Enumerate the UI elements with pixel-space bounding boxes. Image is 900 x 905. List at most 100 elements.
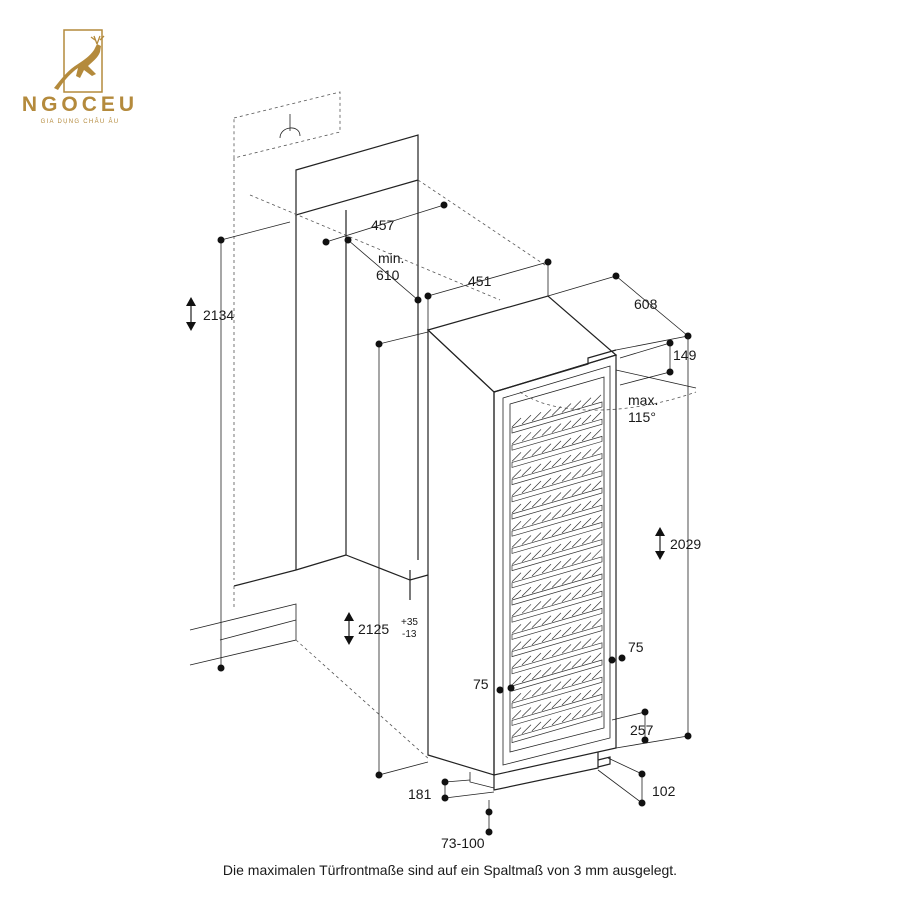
bottle-line [521, 466, 532, 476]
door-angle-label: max. [628, 392, 658, 408]
bottle-line [591, 583, 602, 594]
bottle-line [541, 718, 552, 729]
bottle-line [511, 486, 522, 497]
bottle-line [581, 707, 592, 717]
bottle-line [591, 497, 602, 508]
bottle-line [561, 489, 572, 499]
cabinet-height-label: 2029 [670, 536, 701, 552]
bottle-line [531, 618, 542, 628]
bottle-line [581, 414, 592, 425]
dimension-lines [217, 201, 697, 836]
bottle-line [521, 432, 532, 442]
bottle-line [581, 431, 592, 442]
bottle-line [561, 592, 572, 603]
top-offset-label: 149 [673, 347, 697, 363]
bottle-line [511, 675, 522, 686]
bottle-line [571, 555, 582, 565]
bottle-line [581, 500, 592, 511]
bottle-line [581, 586, 592, 597]
bottle-line [531, 515, 542, 525]
bottle-line [561, 661, 572, 671]
bottle-line [591, 566, 602, 577]
bottle-line [581, 655, 592, 666]
bottle-line [521, 655, 532, 666]
niche-height-label: 2134 [203, 307, 234, 323]
double-arrow-icon [186, 297, 196, 331]
bottle-line [581, 569, 592, 580]
bottle-line [521, 707, 532, 717]
bottle-line [531, 429, 542, 439]
bottle-line [571, 641, 582, 651]
bottle-line [531, 652, 542, 663]
bottle-line [521, 518, 532, 528]
wine-rack-shelves [511, 394, 603, 744]
bottle-line [531, 687, 542, 697]
bottle-line [571, 710, 582, 720]
installation-niche [189, 134, 546, 761]
bottle-line [591, 394, 602, 405]
bottle-line [521, 535, 532, 545]
bottle-line [521, 569, 532, 580]
bottle-line [531, 411, 542, 422]
bottle-line [521, 690, 532, 700]
bottle-line [511, 538, 522, 548]
bottle-line [511, 641, 522, 651]
rack-shelf [511, 676, 603, 709]
logo-name: NGOCEU [22, 93, 138, 116]
bottle-line [591, 515, 602, 525]
bottle-line [531, 635, 542, 646]
bottle-line [561, 506, 572, 517]
bottle-line [591, 532, 602, 542]
rack-shelf [511, 401, 603, 434]
bottle-line [531, 549, 542, 560]
bottle-line [571, 417, 582, 428]
bottle-line [591, 652, 602, 663]
bottle-line [591, 411, 602, 422]
bottle-line [531, 721, 542, 732]
deer-icon [54, 29, 105, 93]
bottle-line [561, 575, 572, 585]
duct-width-label: 457 [371, 217, 395, 233]
bottle-line [571, 469, 582, 479]
bottle-line [571, 520, 582, 531]
bottle-line [521, 604, 532, 614]
bottle-line [511, 434, 522, 445]
double-arrow-icon [655, 527, 665, 560]
bottle-line [551, 681, 562, 691]
bottle-line [511, 658, 522, 669]
bottle-line [551, 595, 562, 605]
bottle-line [541, 443, 552, 453]
bottle-line [561, 644, 572, 654]
cabinet-width-label: 451 [468, 273, 492, 289]
bottle-line [571, 538, 582, 548]
bottle-line [511, 452, 522, 462]
bottle-line [521, 414, 532, 425]
bottle-line [581, 621, 592, 631]
bottle-line [541, 426, 552, 436]
bottle-line [531, 446, 542, 456]
bottle-line [581, 449, 592, 459]
bottle-line [571, 624, 582, 634]
rack-shelf [511, 504, 603, 537]
rack-shelf [511, 487, 603, 520]
bottle-line [551, 560, 562, 571]
bottle-line [581, 603, 592, 614]
bottle-line [521, 500, 532, 511]
bottle-line [511, 555, 522, 565]
bottle-line [521, 724, 532, 734]
bottle-line [561, 420, 572, 431]
bottle-line [551, 698, 562, 709]
door-height-label: 2125 [358, 621, 389, 637]
brand-logo: NGOCEU GIA DỤNG CHÂU ÂU [22, 29, 138, 125]
bottle-line [591, 669, 602, 680]
bottle-line [531, 566, 542, 577]
bottle-line [541, 460, 552, 471]
bottle-line [551, 715, 562, 726]
bottle-line [531, 480, 542, 491]
bottle-line [581, 638, 592, 648]
bottle-line [571, 503, 582, 514]
bottle-line [551, 509, 562, 519]
bottle-line [571, 675, 582, 686]
bottle-line [591, 601, 602, 611]
